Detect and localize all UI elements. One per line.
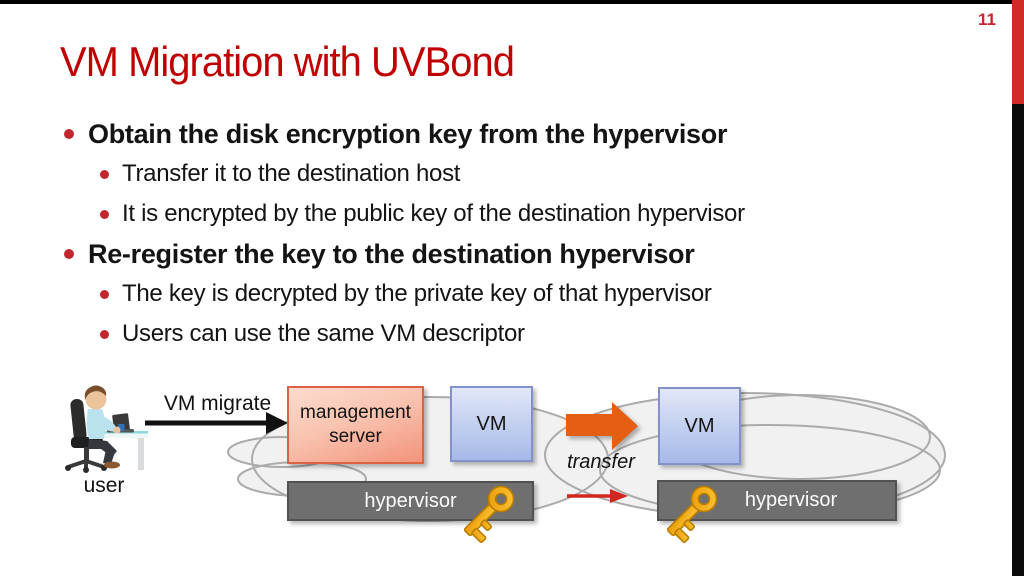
slide-title: VM Migration with UVBond xyxy=(60,38,515,85)
right-edge-bar-black xyxy=(1012,0,1024,576)
transfer-arrow-icon xyxy=(566,402,638,450)
bullet-subitem: Transfer it to the destination host xyxy=(100,154,962,194)
vm-destination-box: VM xyxy=(658,387,741,465)
right-edge-bar-red xyxy=(1012,0,1024,104)
bullet-list: Obtain the disk encryption key from the … xyxy=(62,114,962,354)
user-clipart xyxy=(65,385,148,473)
bullet-subitem: It is encrypted by the public key of the… xyxy=(100,194,962,234)
bullet-item: Re-register the key to the destination h… xyxy=(62,234,962,274)
bullet-subitem: The key is decrypted by the private key … xyxy=(100,274,962,314)
page-number: 11 xyxy=(978,10,996,29)
vm-migrate-label: VM migrate xyxy=(163,392,272,415)
bullet-subitem: Users can use the same VM descriptor xyxy=(100,314,962,354)
vm-migrate-arrow xyxy=(145,412,288,434)
transfer-label: transfer xyxy=(567,451,635,473)
management-server-box: management server xyxy=(287,386,424,464)
hypervisor-source-bar: hypervisor xyxy=(287,481,534,521)
top-edge-strip xyxy=(0,0,1012,4)
key-transfer-arrow xyxy=(567,489,628,503)
vm-source-box: VM xyxy=(450,386,533,462)
bullet-item: Obtain the disk encryption key from the … xyxy=(62,114,962,154)
user-label: user xyxy=(83,474,125,497)
hypervisor-destination-bar: hypervisor xyxy=(657,480,897,521)
